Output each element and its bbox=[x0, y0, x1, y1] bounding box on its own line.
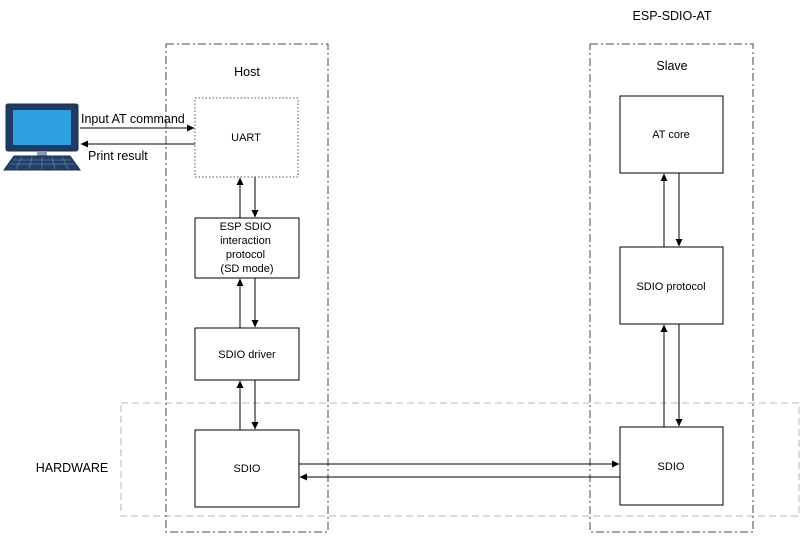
input-at-command-label: Input AT command bbox=[81, 112, 185, 126]
slave-label: Slave bbox=[656, 59, 687, 73]
slave-at-core-label: AT core bbox=[652, 129, 690, 141]
print-result-label: Print result bbox=[88, 149, 148, 163]
host-driver-box bbox=[194, 327, 300, 381]
host-driver-label: SDIO driver bbox=[218, 349, 276, 361]
host-container bbox=[165, 43, 329, 533]
diagram-title: ESP-SDIO-AT bbox=[633, 9, 712, 23]
slave-container bbox=[589, 43, 754, 533]
slave-at-core-box bbox=[619, 95, 724, 174]
hardware-label: HARDWARE bbox=[36, 461, 108, 475]
slave-sdio-box bbox=[619, 426, 724, 506]
host-sdio-label: SDIO bbox=[234, 463, 261, 475]
slave-sdio-protocol-box bbox=[619, 246, 724, 325]
host-label: Host bbox=[234, 65, 260, 79]
host-uart-box bbox=[194, 97, 299, 178]
host-protocol-label: ESP SDIO interaction protocol (SD mode) bbox=[220, 221, 275, 275]
host-protocol-box bbox=[194, 217, 300, 279]
slave-sdio-label: SDIO bbox=[658, 461, 685, 473]
computer-icon bbox=[3, 103, 81, 171]
host-uart-label: UART bbox=[231, 132, 261, 144]
host-sdio-box bbox=[194, 429, 300, 508]
slave-sdio-protocol-label: SDIO protocol bbox=[636, 281, 705, 293]
